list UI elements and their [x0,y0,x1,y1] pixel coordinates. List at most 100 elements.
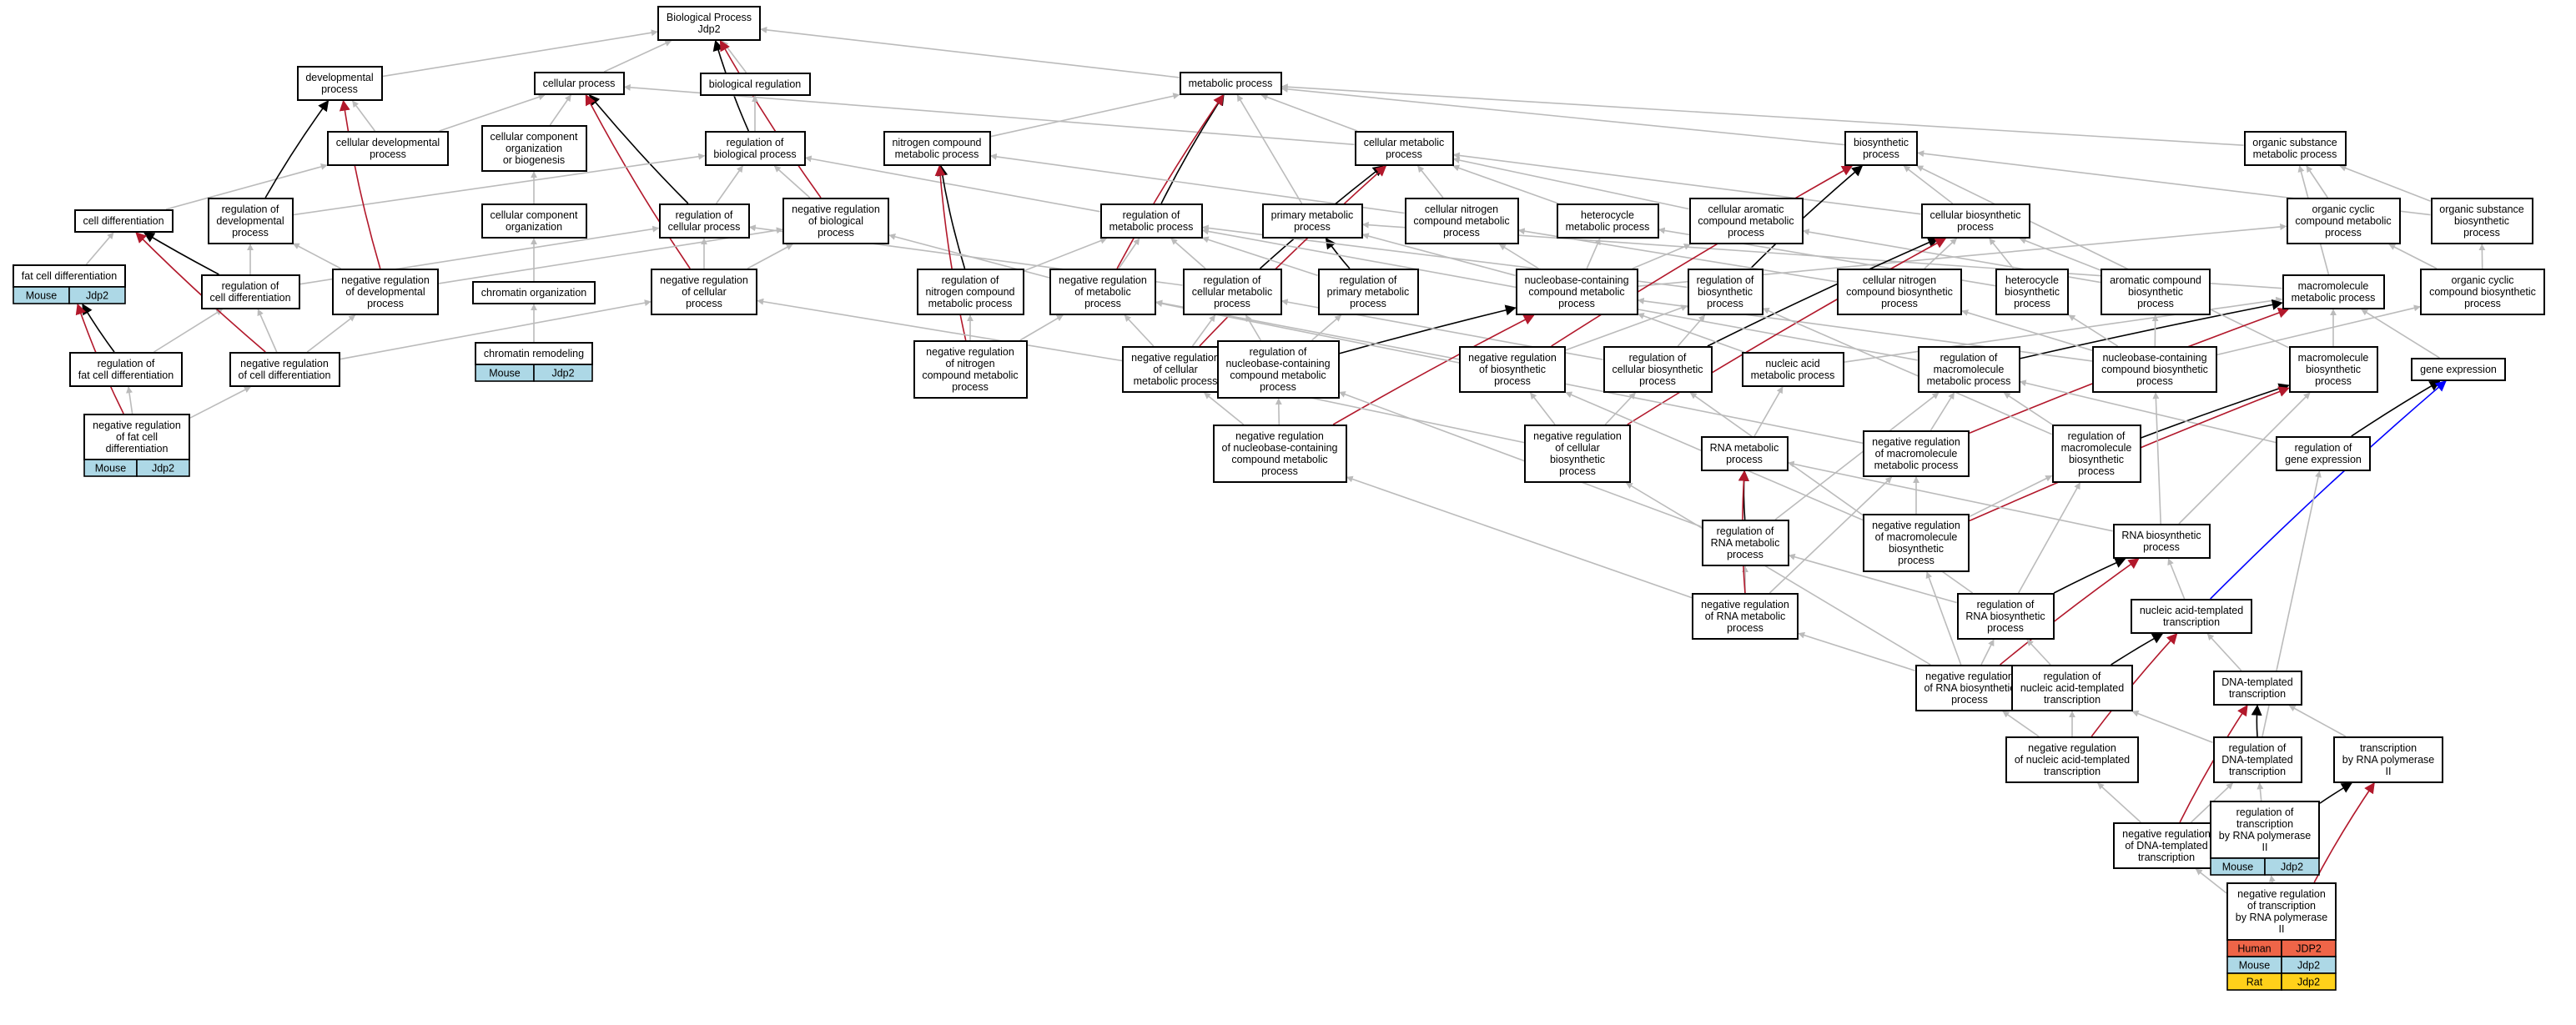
go-term-node[interactable]: chromatin organization [472,281,596,304]
is-a-edge [1452,152,1921,215]
regulates-edge [2141,383,2290,439]
go-term-box [201,274,300,309]
regulates-edge [264,99,330,198]
go-term-node[interactable]: gene expression [2411,358,2506,381]
negatively-regulates-edge [339,99,381,269]
go-term-node[interactable]: cellular process [534,72,625,95]
go-term-node[interactable]: metabolic process [1180,72,1282,95]
go-term-box [1183,269,1282,315]
is-a-edge [1280,83,2244,146]
is-a-edge [1498,244,1539,269]
is-a-edge [1346,475,1693,599]
go-term-box [1524,425,1631,483]
is-a-edge [747,244,793,269]
go-term-box [1213,425,1347,483]
go-term-node[interactable]: biological regulation [700,73,811,96]
go-term-label: chromatin remodeling [484,348,584,359]
regulates-edge [82,303,115,353]
svg-text:Jdp2: Jdp2 [2297,977,2320,988]
go-term-node[interactable]: cell differentiation [74,209,174,233]
go-term-box [2420,269,2545,315]
is-a-edge [1903,165,1954,204]
species-cell: Mouse [83,459,138,477]
